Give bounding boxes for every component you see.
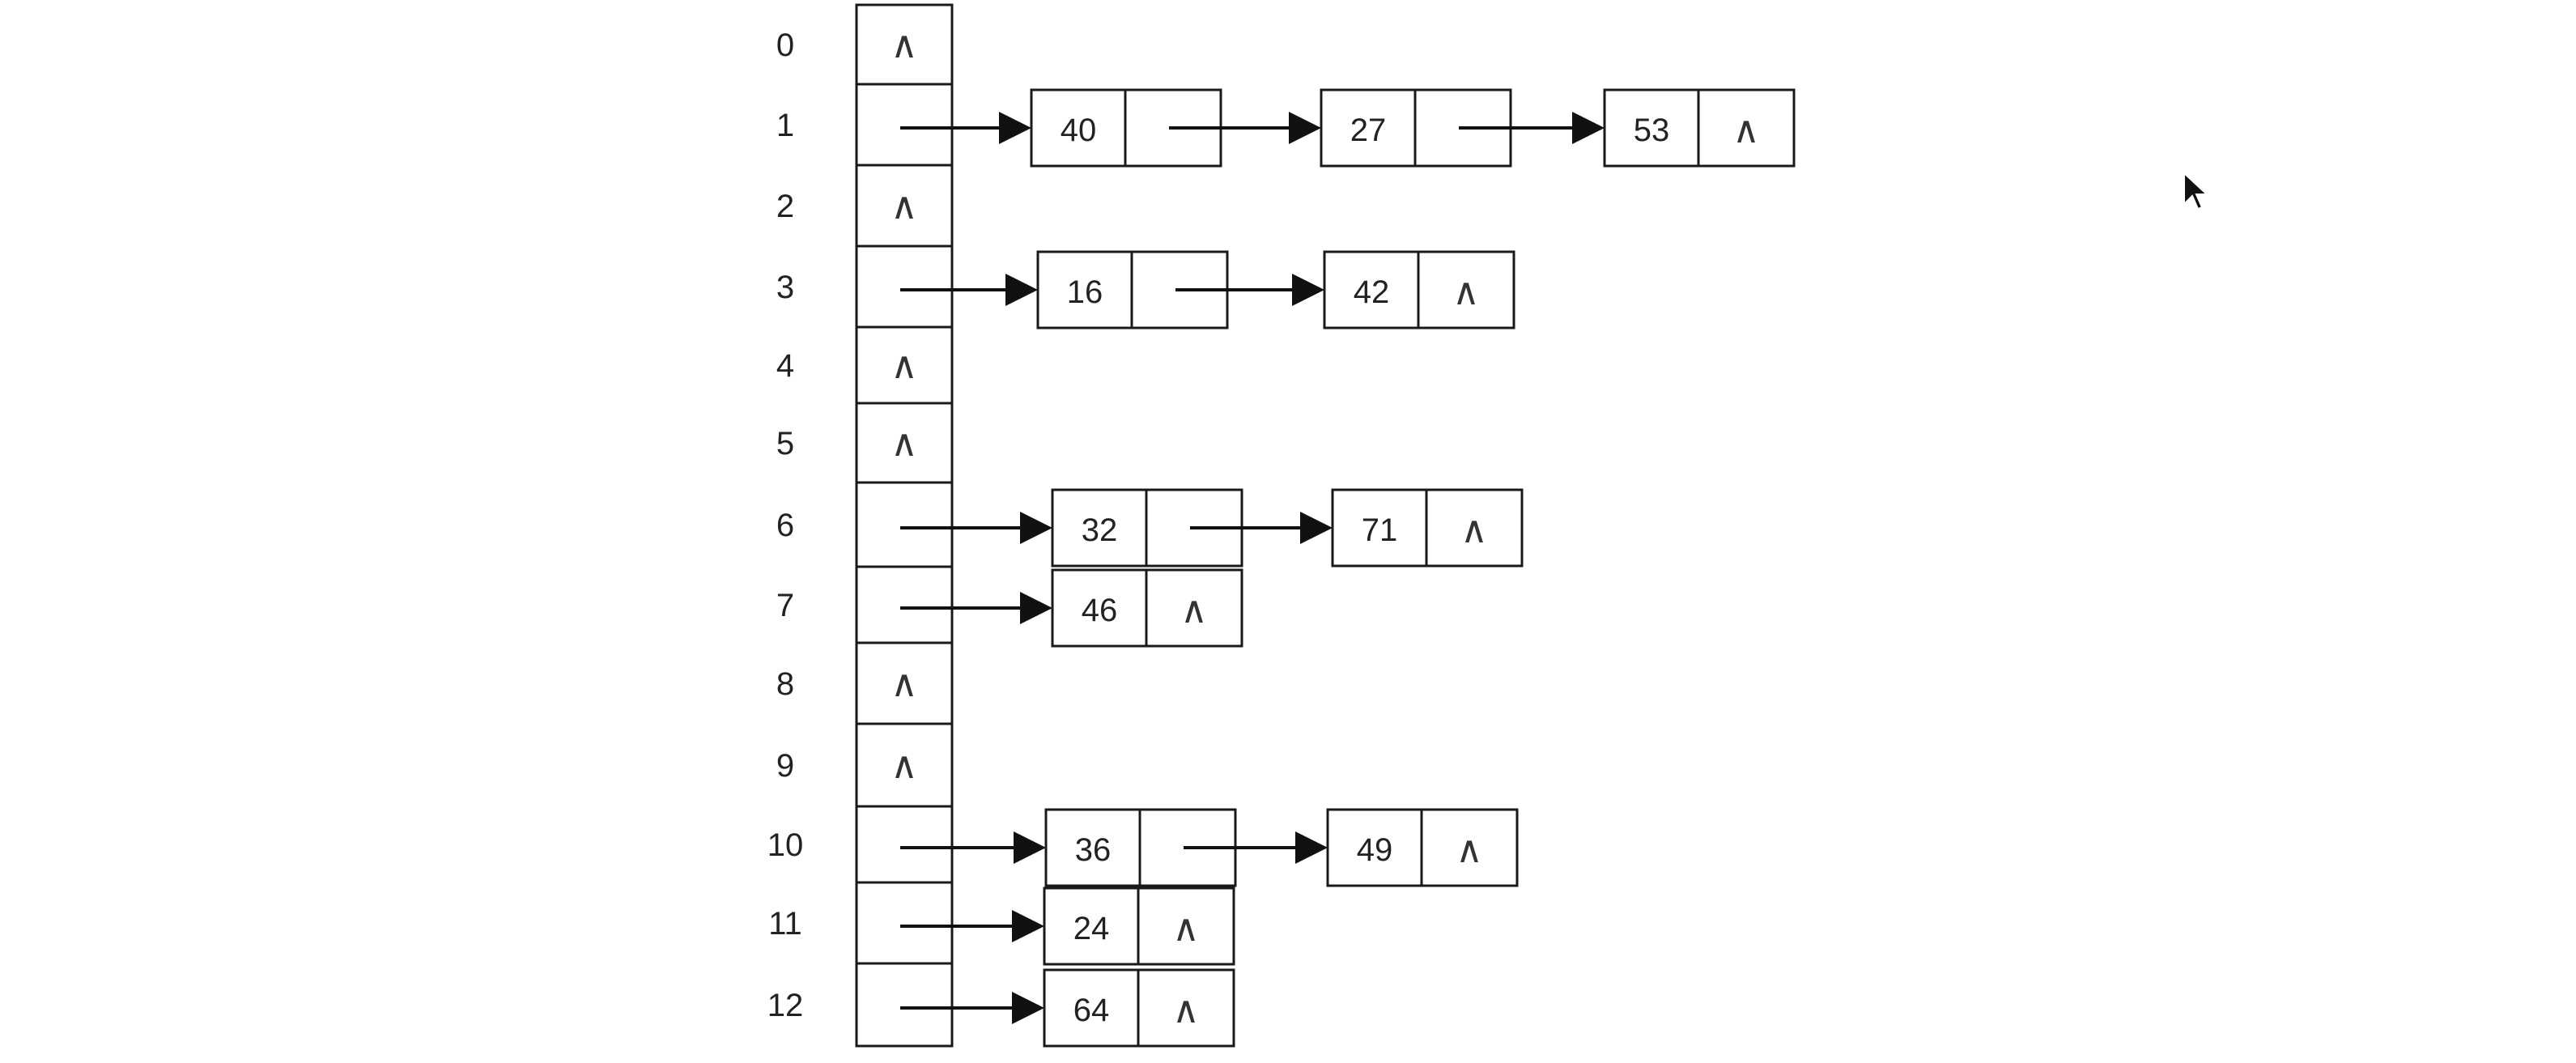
slot-index-label: 3	[776, 270, 794, 305]
bucket-cell	[855, 481, 954, 568]
slot-index-label: 2	[776, 189, 794, 224]
null-pointer-mark: ∧	[891, 344, 918, 386]
chain-nodes: 40 27 53 ∧ 16 42 ∧ 32 71 ∧ 46 ∧ 36 49 ∧ 24 ∧ 64 ∧	[1030, 88, 1796, 1048]
bucket-cell	[855, 565, 954, 644]
null-pointer-mark: ∧	[891, 662, 918, 704]
node-key-value: 27	[1350, 113, 1387, 148]
node-key-value: 71	[1362, 512, 1398, 548]
slot-index-label: 5	[776, 426, 794, 461]
node-key-value: 42	[1354, 274, 1390, 310]
null-pointer-mark: ∧	[891, 744, 918, 786]
node-key-value: 24	[1073, 911, 1110, 946]
null-pointer-mark: ∧	[1460, 508, 1488, 551]
null-pointer-mark: ∧	[1172, 907, 1200, 949]
bucket-cell	[855, 722, 954, 808]
slot-index-label: 8	[776, 666, 794, 702]
node-key-value: 64	[1073, 993, 1110, 1028]
slot-index-label: 4	[776, 348, 794, 384]
node-key-value: 53	[1634, 113, 1670, 148]
node-key-value: 36	[1075, 832, 1112, 868]
bucket-cell	[855, 962, 954, 1048]
null-pointer-mark: ∧	[1452, 270, 1480, 313]
bucket-cell	[855, 3, 954, 86]
bucket-cell	[855, 244, 954, 329]
bucket-cell	[855, 881, 954, 965]
bucket-cell	[855, 164, 954, 248]
slot-index-label: 6	[776, 508, 794, 543]
slot-index-label: 10	[767, 827, 804, 863]
slot-index-label: 1	[776, 108, 794, 143]
node-key-value: 46	[1082, 593, 1118, 628]
slot-index-label: 7	[776, 588, 794, 623]
node-key-value: 40	[1061, 113, 1097, 148]
node-key-value: 16	[1067, 274, 1103, 310]
mouse-cursor-icon	[2183, 172, 2209, 210]
bucket-cell	[855, 402, 954, 484]
null-pointer-mark: ∧	[891, 185, 918, 227]
bucket-cell	[855, 641, 954, 725]
slot-index-label: 11	[768, 906, 802, 942]
null-pointer-mark: ∧	[1180, 589, 1208, 631]
bucket-cell	[855, 325, 954, 405]
null-pointer-mark: ∧	[891, 23, 918, 66]
node-key-value: 49	[1357, 832, 1393, 868]
null-pointer-mark: ∧	[1732, 108, 1760, 151]
null-pointer-mark: ∧	[891, 422, 918, 464]
slot-index-label: 12	[767, 988, 804, 1023]
slot-index-label: 9	[776, 748, 794, 784]
null-pointer-mark: ∧	[1456, 828, 1483, 870]
slot-index-label: 0	[776, 28, 794, 63]
node-key-value: 32	[1082, 512, 1118, 548]
null-pointer-mark: ∧	[1172, 989, 1200, 1031]
bucket-cell	[855, 83, 954, 167]
bucket-cell	[855, 805, 954, 884]
